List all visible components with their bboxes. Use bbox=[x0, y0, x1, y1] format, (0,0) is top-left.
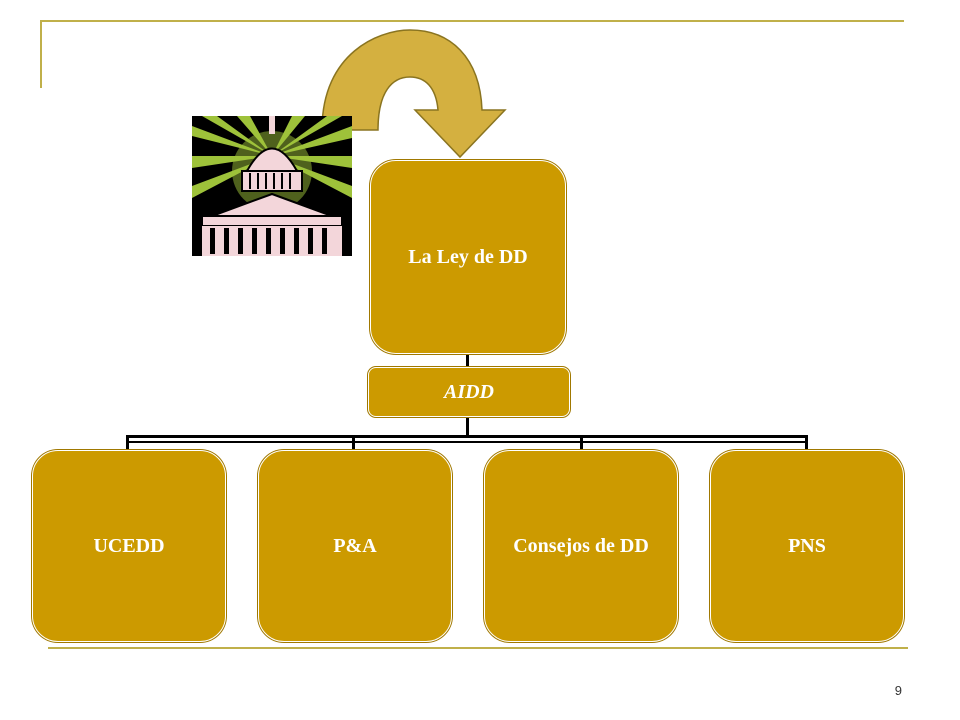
root-node: La Ley de DD bbox=[370, 160, 566, 354]
bottom-rule bbox=[48, 647, 908, 649]
child-node-pns: PNS bbox=[710, 450, 904, 642]
child-node-label: P&A bbox=[333, 534, 377, 557]
connector-horizontal-bar-inner bbox=[126, 441, 808, 443]
child-node-pa: P&A bbox=[258, 450, 452, 642]
connector-drop-2 bbox=[352, 435, 355, 451]
connector-label-text: AIDD bbox=[443, 380, 494, 403]
child-node-label: UCEDD bbox=[93, 534, 165, 557]
connector-horizontal-bar bbox=[126, 435, 808, 438]
capitol-building-icon bbox=[192, 116, 352, 256]
connector-drop-3 bbox=[580, 435, 583, 451]
root-node-label: La Ley de DD bbox=[408, 245, 528, 268]
connector-drop-4 bbox=[805, 435, 808, 451]
child-node-label: PNS bbox=[788, 534, 826, 557]
child-node-label: Consejos de DD bbox=[513, 534, 649, 557]
child-node-consejos: Consejos de DD bbox=[484, 450, 678, 642]
child-node-ucedd: UCEDD bbox=[32, 450, 226, 642]
top-rule bbox=[40, 20, 904, 22]
connector-drop-1 bbox=[126, 435, 129, 451]
left-rule bbox=[40, 20, 42, 88]
page-number: 9 bbox=[894, 683, 902, 698]
curved-arrow-icon bbox=[321, 29, 507, 159]
connector-label-node: AIDD bbox=[368, 367, 570, 417]
